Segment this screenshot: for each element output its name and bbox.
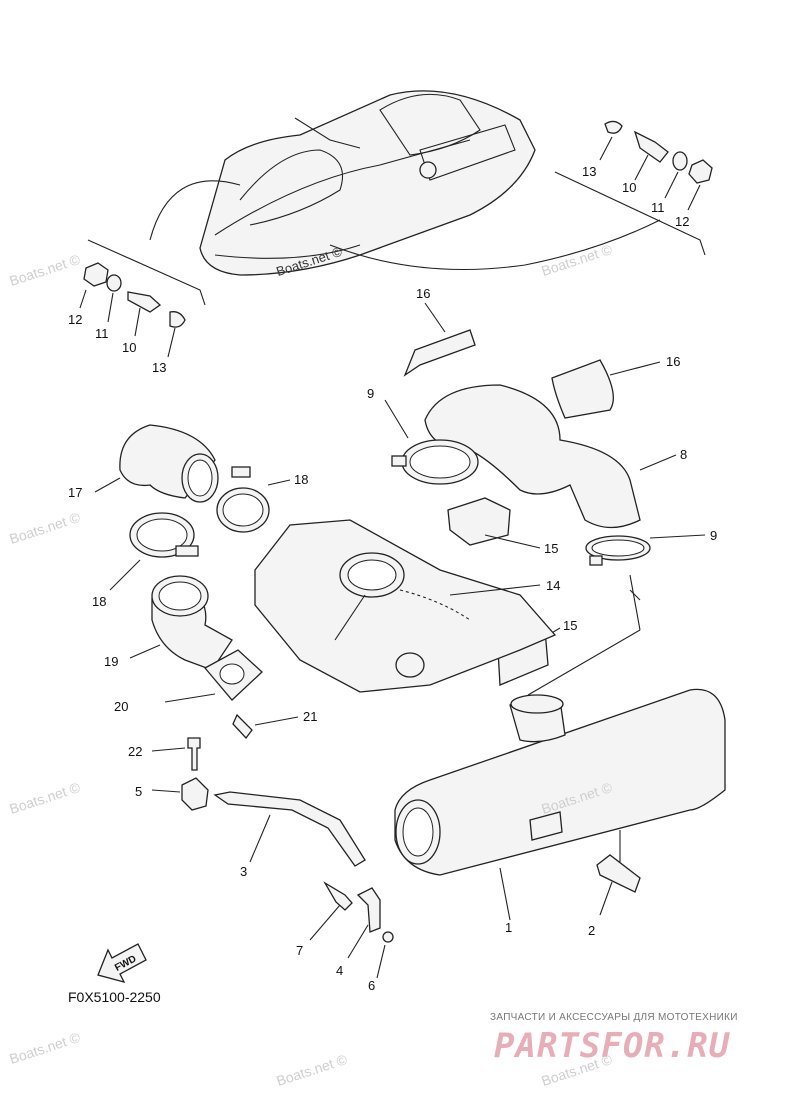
washer-6 <box>382 931 394 943</box>
callout-labels: 1 2 3 4 5 6 7 8 9 9 10 10 11 11 12 12 13… <box>68 164 717 993</box>
callout-10-left: 10 <box>122 340 136 355</box>
callout-11-left: 11 <box>95 326 109 341</box>
callout-4: 4 <box>336 963 343 978</box>
callout-1: 1 <box>505 920 512 935</box>
pad-16-upper <box>403 329 476 377</box>
callout-18-lower: 18 <box>92 594 106 609</box>
callout-8: 8 <box>680 447 687 462</box>
callout-10-right: 10 <box>622 180 636 195</box>
fwd-arrow-icon: FWD <box>97 943 147 984</box>
callout-16-upper: 16 <box>416 286 430 301</box>
callout-13-left: 13 <box>152 360 166 375</box>
pad-15-upper <box>447 497 511 546</box>
callout-9-upper: 9 <box>367 386 374 401</box>
bracket-left <box>87 239 206 306</box>
leader-arrow-right <box>329 219 661 270</box>
callout-16-right: 16 <box>666 354 680 369</box>
bolt-22 <box>187 737 201 771</box>
callout-12-right: 12 <box>675 214 689 229</box>
callout-9-lower: 9 <box>710 528 717 543</box>
callout-17: 17 <box>68 485 82 500</box>
callout-15-lower: 15 <box>563 618 577 633</box>
muffler-1 <box>394 688 726 876</box>
airbox-14 <box>254 519 557 693</box>
callout-12-left: 12 <box>68 312 82 327</box>
callout-5: 5 <box>135 784 142 799</box>
hose-8 <box>424 384 641 529</box>
callout-3: 3 <box>240 864 247 879</box>
pad-16-right <box>551 359 614 419</box>
fitting-7 <box>323 881 353 911</box>
bracket-4 <box>356 887 381 933</box>
bracket-right <box>554 171 706 256</box>
callout-11-right: 11 <box>651 200 665 215</box>
leader-arrow-left <box>149 180 241 241</box>
bracket-2 <box>596 854 641 893</box>
callout-2: 2 <box>588 923 595 938</box>
callout-19: 19 <box>104 654 118 669</box>
callout-20: 20 <box>114 699 128 714</box>
brand-tagline: ЗАПЧАСТИ И АКСЕССУАРЫ ДЛЯ МОТОТЕХНИКИ <box>490 1012 738 1023</box>
strap-3 <box>213 791 366 867</box>
callout-21: 21 <box>303 709 317 724</box>
bolt-21 <box>232 713 253 740</box>
callout-7: 7 <box>296 943 303 958</box>
callout-18-upper: 18 <box>294 472 308 487</box>
callout-15-upper: 15 <box>544 541 558 556</box>
jet-ski-illustration <box>199 90 536 276</box>
callout-13-right: 13 <box>582 164 596 179</box>
brand-logo: PARTSFOR.RU <box>494 1026 731 1066</box>
callout-14: 14 <box>546 578 560 593</box>
left-fitting-group <box>79 262 186 358</box>
bracket-5 <box>181 777 209 811</box>
callout-6: 6 <box>368 978 375 993</box>
reference-code: F0X5100-2250 <box>68 989 161 1005</box>
right-fitting-group <box>599 120 713 211</box>
callout-22: 22 <box>128 744 142 759</box>
